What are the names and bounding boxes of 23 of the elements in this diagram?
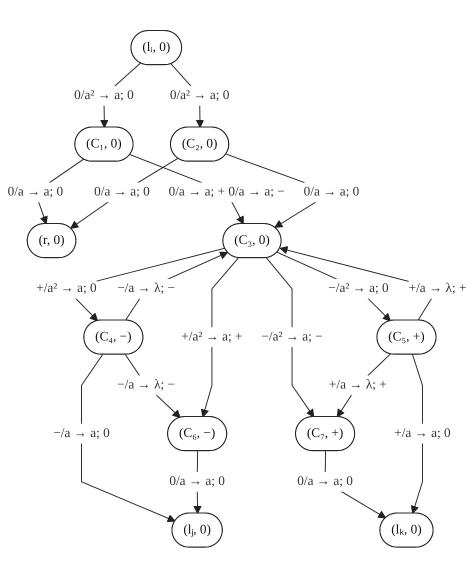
arrow <box>81 354 176 522</box>
edge-label: +/a → λ; + <box>328 378 387 393</box>
edge-label: 0/a → a; 0 <box>304 185 360 200</box>
edge-label: −/a → λ; − <box>117 378 175 393</box>
edge-label: −/a² → a; 0 <box>328 282 389 296</box>
edge-label: 0/a → a; 0 <box>94 185 150 200</box>
edge-label: +/a² → a; 0 <box>36 282 97 296</box>
edge-label: +/a → a; 0 <box>394 426 451 441</box>
edge-label: −/a² → a; − <box>261 330 323 344</box>
arrow <box>70 158 178 229</box>
edge-label: +/a² → a; + <box>181 330 243 344</box>
edge-label: +/a → λ; + <box>408 282 466 296</box>
edge-label: 0/a² → a; 0 <box>74 88 134 104</box>
edge-label: 0/a → a; 0 <box>8 185 64 200</box>
arrow <box>266 258 314 418</box>
edge-label: −/a → λ; − <box>117 282 175 296</box>
arrow <box>276 252 391 322</box>
edge-label: 0/a² → a; 0 <box>170 88 230 104</box>
edge-label: 0/a → a; + 0/a → a; − <box>168 185 285 200</box>
edge-label: −/a → a; 0 <box>53 426 110 441</box>
edge-label: 0/a → a; 0 <box>169 474 225 490</box>
edge-label: 0/a → a; 0 <box>297 474 353 490</box>
arrow <box>200 258 239 418</box>
